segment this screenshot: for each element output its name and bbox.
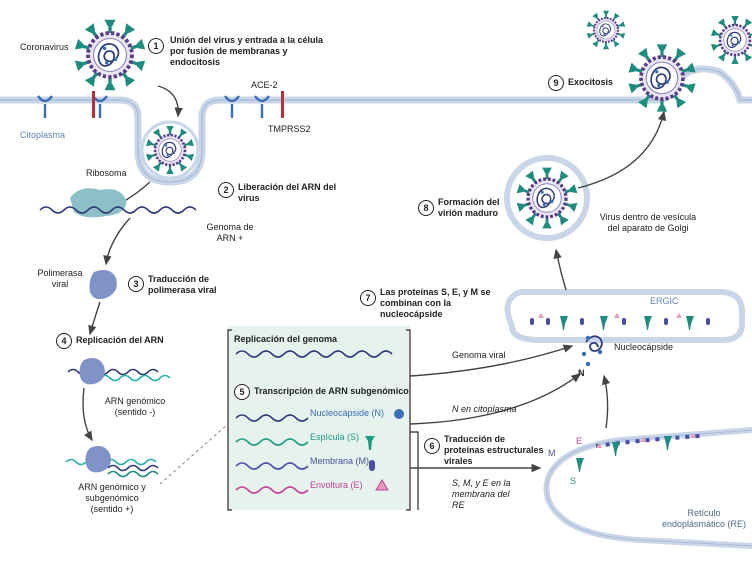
step-9-number: 9	[548, 75, 564, 91]
panel-item-envoltura: Envoltura (E)	[310, 480, 363, 490]
step-7-number: 7	[360, 290, 376, 306]
genoma-arn-line-2: ARN +	[216, 233, 244, 243]
panel-item-membrana: Membrana (M)	[310, 456, 370, 466]
panel-item-espicula: Espícula (S)	[310, 432, 360, 442]
step-9-line-1: Exocitosis	[568, 77, 614, 87]
arn-genomico-pos-line-1: ARN genómico y	[78, 482, 146, 492]
virus-golgi-line-2: del aparato de Golgi	[607, 223, 689, 233]
genoma-viral-label: Genoma viral	[452, 350, 506, 360]
step-7-line-1: Las proteínas S, E, y M se	[380, 287, 491, 297]
step-6-number: 6	[424, 438, 440, 454]
n-letter: N	[578, 368, 585, 378]
m-letter: M	[548, 448, 556, 458]
citoplasma-label: Citoplasma	[20, 130, 66, 140]
step-2-line-1: Liberación del ARN del	[238, 182, 337, 192]
step-1-line-1: Unión del virus y entrada a la célula	[170, 35, 324, 45]
sme-line-2: membrana del	[452, 489, 510, 499]
step-7-line-3: nucleocápside	[380, 309, 443, 319]
arn-genomico-neg-line-2: (sentido -)	[114, 407, 156, 417]
step-8-line-2: virión maduro	[438, 208, 499, 218]
step-7-line-2: combinan con la	[380, 298, 452, 308]
polimerasa-line-1: Polimerasa	[37, 268, 83, 278]
reticulo-line-1: Retículo	[687, 508, 721, 518]
ergic-label: ERGIC	[650, 296, 679, 306]
n-citoplasma-label: N en citoplasma	[452, 404, 517, 414]
panel-item-nucleocapside: Nucleocápside (N)	[310, 408, 385, 418]
step-1-line-2: por fusión de membranas y	[170, 46, 288, 56]
panel-title: Replicación del genoma	[234, 334, 338, 344]
arn-genomico-pos-line-2: subgenómico	[85, 493, 139, 503]
step-5-number: 5	[234, 384, 250, 400]
arn-genomico-neg-line-1: ARN genómico	[104, 396, 166, 406]
s-letter: S	[570, 476, 577, 486]
nucleocapside-label: Nucleocápside	[614, 342, 674, 352]
step-4-number: 4	[56, 333, 72, 349]
e-letter: E	[576, 436, 583, 446]
polimerasa-line-2: viral	[51, 279, 69, 289]
coronavirus-label: Coronavirus	[20, 42, 69, 52]
step-1-line-3: endocitosis	[170, 57, 221, 67]
sme-line-1: S, M, y E en la	[452, 478, 511, 488]
sme-line-3: RE	[452, 500, 465, 510]
step-3-line-1: Traducción de	[148, 274, 210, 284]
ribosoma-label: Ribosoma	[86, 168, 127, 178]
tmprss2-label: TMPRSS2	[268, 124, 311, 134]
step-8-line-1: Formación del	[438, 197, 500, 207]
step-6-line-2: proteínas estructurales	[444, 445, 544, 455]
step-6-line-1: Traducción de	[444, 434, 506, 444]
arn-genomico-pos-line-3: (sentido +)	[90, 504, 134, 514]
step-4-line-1: Replicación del ARN	[76, 335, 164, 345]
reticulo-line-2: endoplásmático (RE)	[661, 519, 747, 529]
step-2-line-2: virus	[238, 193, 260, 203]
virus-golgi-line-1: Virus dentro de vesícula	[599, 212, 697, 222]
step-3-number: 3	[128, 276, 144, 292]
step-6-line-3: virales	[444, 456, 473, 466]
step-8-number: 8	[418, 200, 434, 216]
step-5-line-1: Transcripción de ARN subgenómico	[254, 386, 409, 396]
step-1-number: 1	[148, 38, 164, 54]
step-2-number: 2	[218, 182, 234, 198]
ace2-label: ACE-2	[251, 80, 278, 90]
genoma-arn-line-1: Genoma de	[206, 222, 254, 232]
step-3-line-2: polimerasa viral	[148, 285, 217, 295]
